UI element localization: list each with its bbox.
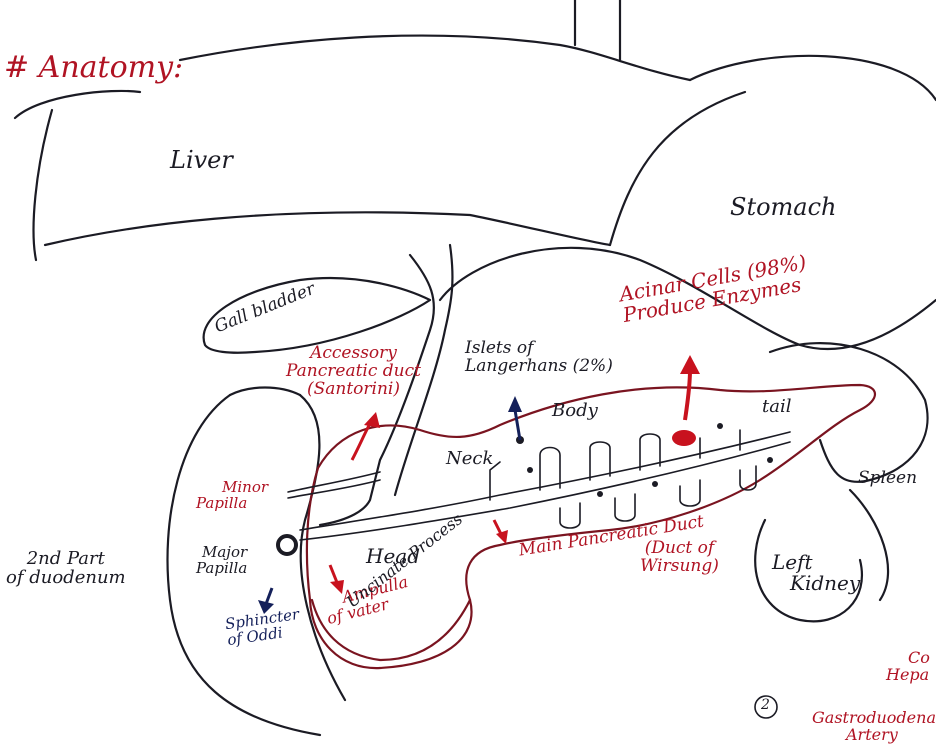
acinar-blob: [672, 430, 696, 446]
tail-label: tail: [762, 398, 791, 417]
islet-dot: [717, 423, 723, 429]
liver-outline: [15, 91, 140, 118]
liver-label: Liver: [170, 148, 233, 173]
liver-outline-top: [180, 36, 690, 80]
stomach-outline: [575, 0, 936, 100]
wirsung-label: (Duct of Wirsung): [640, 540, 719, 576]
ductule-6: [560, 503, 580, 528]
corner-top-label: Co Hepa: [886, 650, 930, 684]
accessory-duct-label: Accessory Pancreatic duct (Santorini): [286, 345, 421, 399]
left-kidney-label: Left Kidney: [772, 552, 860, 594]
spleen-outline: [770, 343, 928, 482]
arrowhead-accessory: [364, 412, 380, 428]
arrow-sphincter: [266, 588, 272, 604]
arrow-accessory: [352, 420, 372, 460]
arrow-acinar: [685, 370, 690, 420]
ductule-7: [615, 494, 635, 521]
ductule-5: [700, 430, 740, 458]
liver-lower-edge: [45, 212, 610, 245]
spleen-label: Spleen: [858, 470, 917, 488]
islet-dot: [652, 481, 658, 487]
minor-papilla-label: Minor Papilla: [196, 480, 268, 512]
islet-dot: [597, 491, 603, 497]
arrowhead-acinar: [680, 355, 700, 374]
neck-label: Neck: [446, 450, 493, 469]
major-papilla-ring: [278, 536, 296, 554]
body-label: Body: [552, 402, 598, 421]
islet-dot: [527, 467, 533, 473]
islet-dot: [767, 457, 773, 463]
major-papilla-label: Major Papilla: [196, 545, 247, 577]
liver-left-edge: [34, 110, 52, 260]
corner-number: 2: [761, 698, 770, 713]
arrowhead-islets: [508, 396, 522, 412]
islets-label: Islets of Langerhans (2%): [465, 340, 613, 376]
anatomy-heading: # Anatomy:: [4, 52, 183, 84]
accessory-duct: [288, 472, 380, 498]
arrow-islets: [515, 410, 520, 440]
main-duct-lower: [300, 442, 790, 540]
liver-lobe-line: [610, 92, 745, 245]
ductule-8: [680, 480, 700, 506]
arrowhead-main-duct: [496, 530, 508, 544]
duodenum-label: 2nd Part of duodenum: [6, 550, 126, 588]
corner-bottom-label: Gastroduodena Artery: [812, 710, 936, 744]
stomach-label: Stomach: [730, 195, 837, 220]
